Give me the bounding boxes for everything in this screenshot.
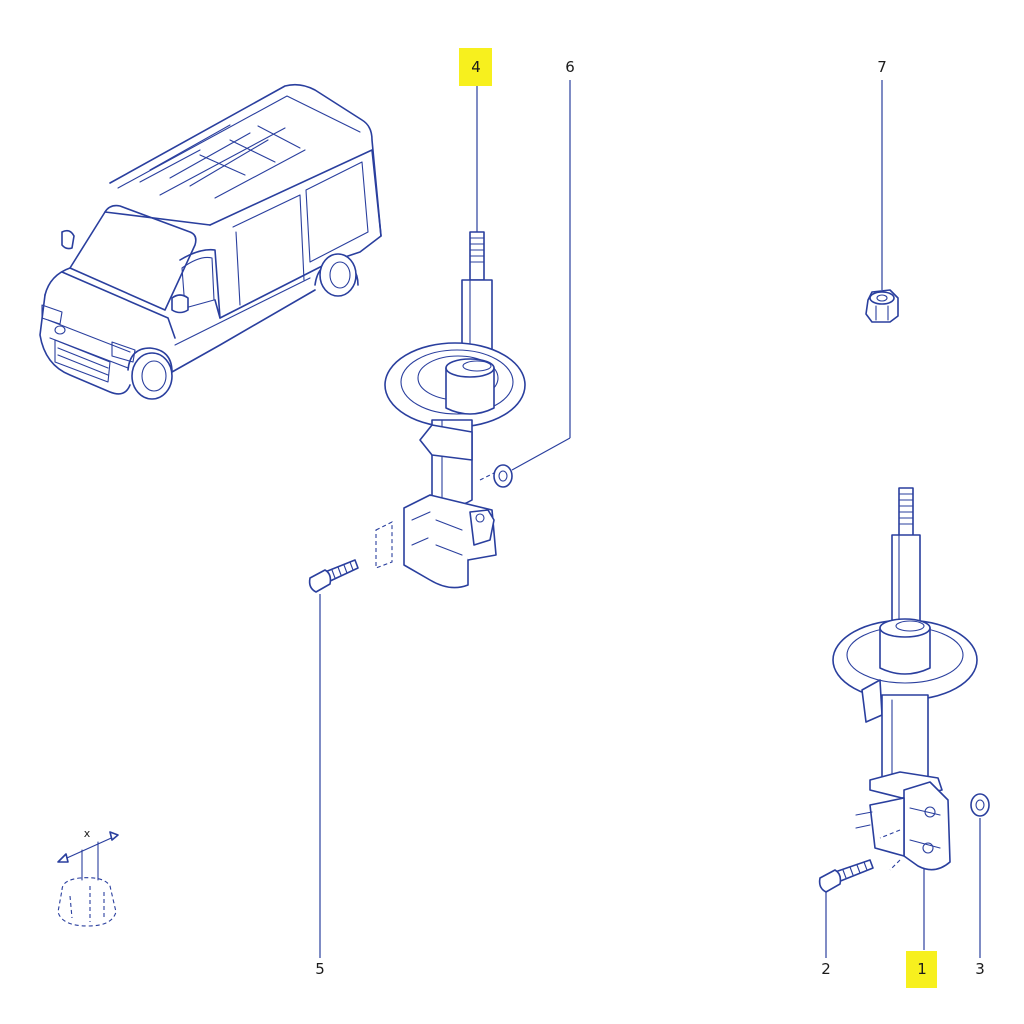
- van-illustration: [39, 83, 382, 400]
- part-label-2: 2: [821, 960, 831, 978]
- highlight-part-1: [906, 951, 937, 988]
- part-label-6: 6: [565, 58, 575, 76]
- part-label-3: 3: [975, 960, 985, 978]
- highlight-part-4: [459, 48, 492, 86]
- torque-symbol-label: x: [83, 827, 91, 840]
- torque-symbol: [57, 831, 119, 927]
- part-label-7: 7: [877, 58, 887, 76]
- left-shock-absorber: [375, 231, 526, 589]
- part-label-1: 1: [917, 960, 927, 978]
- part-label-5: 5: [315, 960, 325, 978]
- right-shock-absorber: [832, 487, 978, 871]
- bolt-part-2: [818, 859, 874, 893]
- bolt-part-5: [308, 559, 359, 593]
- nut-part-6: [493, 464, 513, 488]
- part-label-4: 4: [471, 58, 481, 76]
- nut-part-3: [970, 793, 990, 817]
- leader-lines: [319, 80, 981, 958]
- nut-part-7: [865, 289, 899, 323]
